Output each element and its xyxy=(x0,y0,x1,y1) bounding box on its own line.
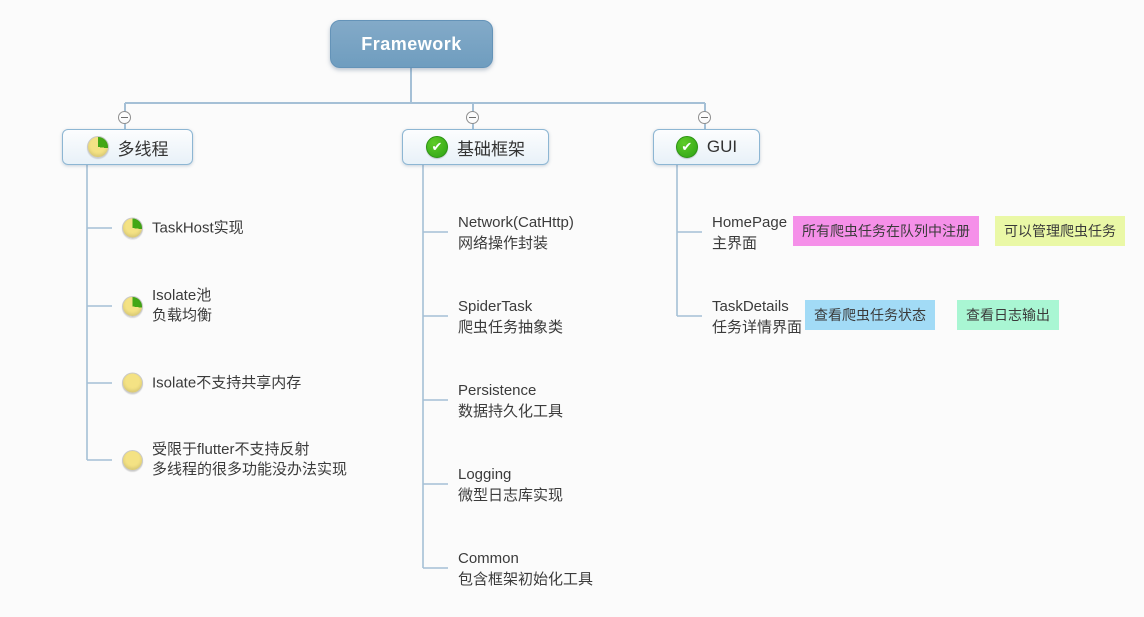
branch-node-base-framework[interactable]: ✔ 基础框架 xyxy=(402,129,549,165)
topic-subtitle: 多线程的很多功能没办法实现 xyxy=(152,461,348,478)
topic-title: Network(CatHttp) xyxy=(458,214,574,231)
topic-title: 受限于flutter不支持反射 xyxy=(152,441,310,458)
topic-subtitle: 负载均衡 xyxy=(152,307,213,324)
topic-isolate-pool[interactable]: Isolate池负载均衡 xyxy=(122,286,212,326)
topic-subtitle: 爬虫任务抽象类 xyxy=(458,319,564,336)
minus-icon xyxy=(121,117,128,118)
root-node-framework[interactable]: Framework xyxy=(330,20,493,68)
topic-title: SpiderTask xyxy=(458,298,533,315)
topic-subtitle: 主界面 xyxy=(712,235,758,252)
tag-homepage-manage-tasks[interactable]: 可以管理爬虫任务 xyxy=(995,216,1125,246)
minus-icon xyxy=(701,117,708,118)
topic-title: Isolate不支持共享内存 xyxy=(152,374,302,391)
topic-subtitle: 包含框架初始化工具 xyxy=(458,571,594,588)
root-label: Framework xyxy=(361,33,462,54)
tag-taskdetails-view-logs[interactable]: 查看日志输出 xyxy=(957,300,1059,330)
topic-title: HomePage xyxy=(712,214,788,231)
topic-persistence[interactable]: Persistence 数据持久化工具 xyxy=(458,380,563,422)
tag-homepage-queue-register[interactable]: 所有爬虫任务在队列中注册 xyxy=(793,216,979,246)
topic-taskhost[interactable]: TaskHost实现 xyxy=(122,217,244,239)
check-icon: ✔ xyxy=(426,136,448,158)
topic-title: Logging xyxy=(458,466,512,483)
topic-title: Isolate池 xyxy=(152,287,212,304)
topic-common[interactable]: Common 包含框架初始化工具 xyxy=(458,548,593,590)
branch-label: GUI xyxy=(706,137,738,156)
topic-title: TaskHost实现 xyxy=(152,219,244,236)
empty-circle-icon xyxy=(122,372,143,394)
topic-homepage[interactable]: HomePage 主界面 xyxy=(712,212,787,254)
topic-subtitle: 任务详情界面 xyxy=(712,319,803,336)
topic-subtitle: 数据持久化工具 xyxy=(458,403,564,420)
empty-circle-icon xyxy=(122,449,143,471)
topic-spidertask[interactable]: SpiderTask 爬虫任务抽象类 xyxy=(458,296,563,338)
branch-label: 基础框架 xyxy=(457,139,525,159)
topic-isolate-no-shared-memory[interactable]: Isolate不支持共享内存 xyxy=(122,372,302,394)
topic-title: TaskDetails xyxy=(712,298,789,315)
collapse-button-multithread[interactable] xyxy=(118,111,131,124)
pie-progress-icon xyxy=(122,295,143,317)
collapse-button-base-framework[interactable] xyxy=(466,111,479,124)
pie-progress-icon xyxy=(86,136,109,158)
minus-icon xyxy=(469,117,476,118)
topic-network[interactable]: Network(CatHttp) 网络操作封装 xyxy=(458,212,574,254)
topic-taskdetails[interactable]: TaskDetails 任务详情界面 xyxy=(712,296,802,338)
branch-node-gui[interactable]: ✔ GUI xyxy=(653,129,760,165)
topic-subtitle: 微型日志库实现 xyxy=(458,487,564,504)
branch-node-multithread[interactable]: 多线程 xyxy=(62,129,193,165)
check-icon: ✔ xyxy=(675,136,698,158)
topic-logging[interactable]: Logging 微型日志库实现 xyxy=(458,464,563,506)
collapse-button-gui[interactable] xyxy=(698,111,711,124)
topic-flutter-no-reflection[interactable]: 受限于flutter不支持反射多线程的很多功能没办法实现 xyxy=(122,440,347,480)
pie-progress-icon xyxy=(122,217,143,239)
topic-title: Persistence xyxy=(458,382,537,399)
topic-subtitle: 网络操作封装 xyxy=(458,235,549,252)
tag-taskdetails-view-status[interactable]: 查看爬虫任务状态 xyxy=(805,300,935,330)
branch-label: 多线程 xyxy=(117,139,169,159)
topic-title: Common xyxy=(458,550,519,567)
